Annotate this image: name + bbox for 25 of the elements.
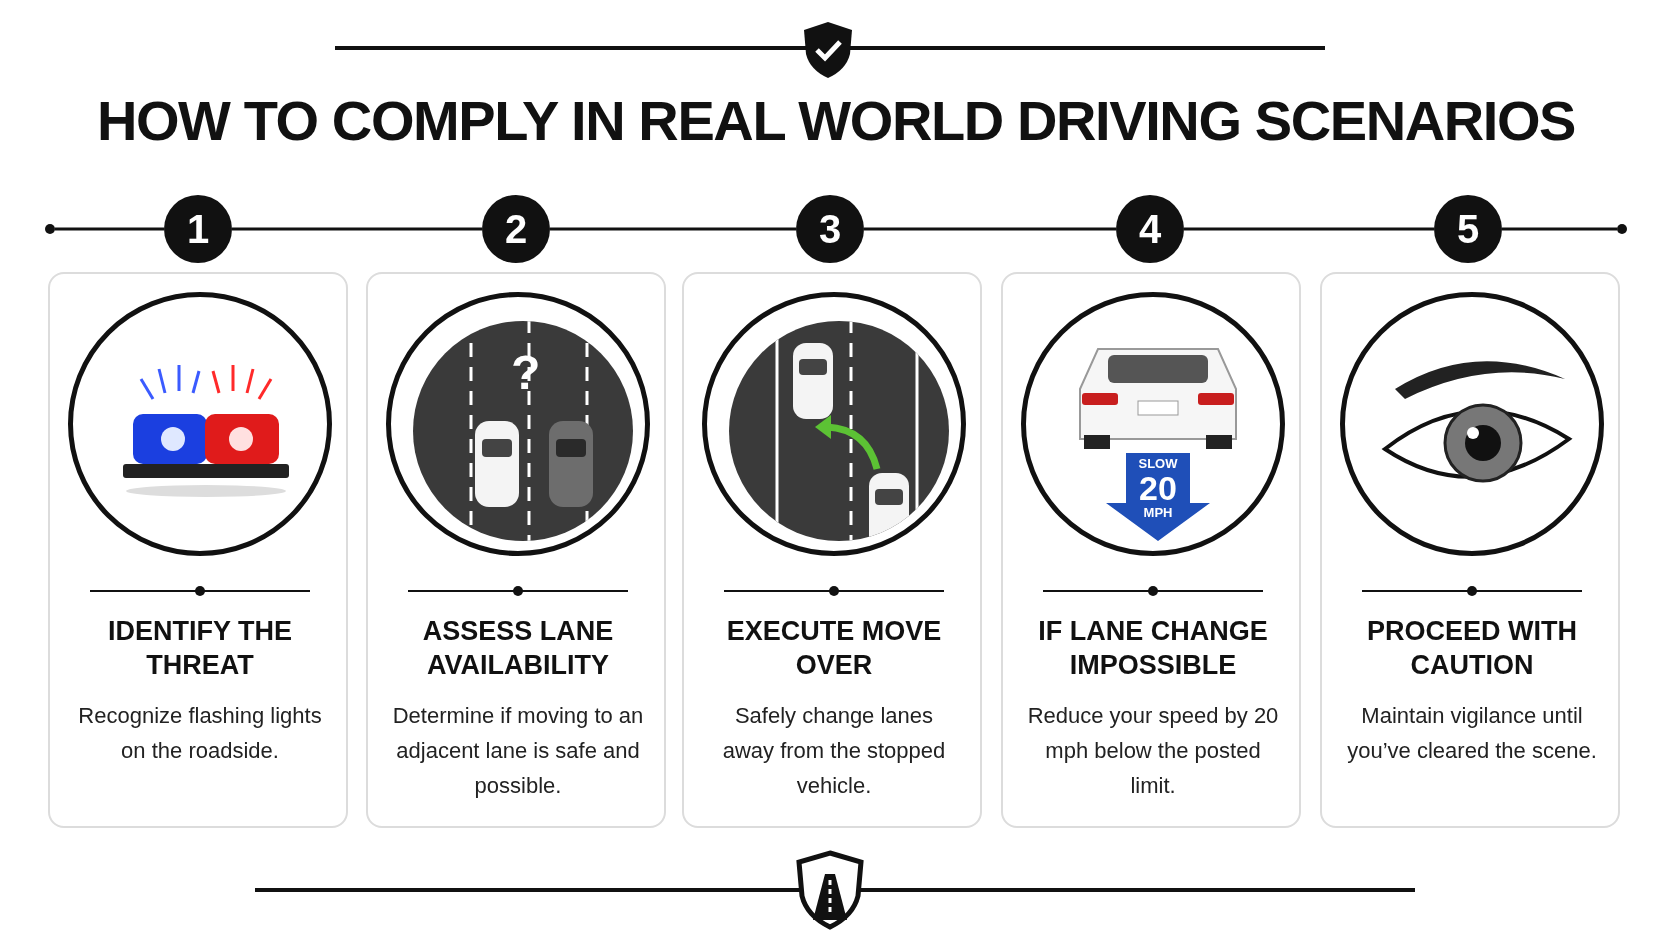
step-description: Safely change lanes away from the stopped vehicle. bbox=[721, 702, 947, 800]
step-heading: IDENTIFY THE THREAT bbox=[107, 615, 293, 682]
step-description: Determine if moving to an adjacent lane is safe and possible. bbox=[392, 702, 644, 800]
step-heading: EXECUTE MOVE OVER bbox=[725, 615, 943, 682]
step-description: Recognize flashing lights on the roadside. bbox=[77, 702, 323, 765]
step-heading: PROCEED WITH CAUTION bbox=[1366, 615, 1578, 682]
step-heading: ASSESS LANE AVAILABILITY bbox=[421, 615, 615, 682]
step-description: Reduce your speed by 20 mph below the posted limit. bbox=[1027, 702, 1279, 800]
timeline-line bbox=[1502, 227, 1617, 231]
timeline-line bbox=[550, 227, 796, 231]
step-card bbox=[682, 272, 982, 828]
sign-text: SLOW bbox=[1137, 457, 1179, 470]
step-description: Maintain vigilance until you’ve cleared the scene. bbox=[1346, 702, 1598, 765]
sign-text: MPH bbox=[1142, 506, 1174, 519]
speed-number: 20 bbox=[1138, 471, 1178, 505]
step-card bbox=[1320, 272, 1620, 828]
timeline-line bbox=[55, 227, 164, 231]
timeline-line bbox=[864, 227, 1116, 231]
timeline-line bbox=[1184, 227, 1434, 231]
step-heading: IF LANE CHANGE IMPOSSIBLE bbox=[1037, 615, 1269, 682]
step-card bbox=[48, 272, 348, 828]
title: HOW TO COMPLY IN REAL WORLD DRIVING SCENARIOS bbox=[95, 88, 1577, 154]
step-card bbox=[366, 272, 666, 828]
step-card bbox=[1001, 272, 1301, 828]
timeline-line bbox=[232, 227, 482, 231]
